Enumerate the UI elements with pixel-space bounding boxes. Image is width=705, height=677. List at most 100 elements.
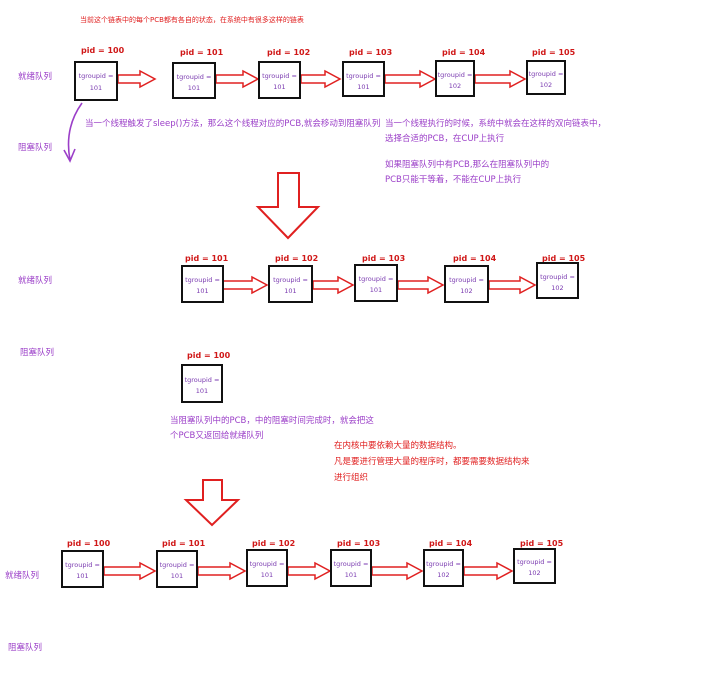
tgroupid-value: 102 (539, 81, 553, 89)
pcb-node: tgroupid = 101 (246, 549, 288, 587)
tgroupid-value: 102 (448, 82, 462, 90)
pcb-node: tgroupid = 102 (513, 548, 556, 584)
tgroupid-field: tgroupid = (78, 72, 114, 80)
pcb-node: tgroupid = 101 (156, 550, 198, 588)
return-note-line1: 当阻塞队列中的PCB，中的阻塞时间完成时，就会把这 (170, 416, 374, 426)
link-arrow (287, 561, 332, 581)
tgroupid-field: tgroupid = (528, 70, 564, 78)
blocked-queue-label: 阻塞队列 (8, 643, 43, 653)
sleep-note: 当一个线程触发了sleep()方法，那么这个线程对应的PCB,就会移动到阻塞队列 (85, 119, 381, 129)
move-to-blocked-arrowhead (63, 148, 76, 163)
ready-queue-label: 就绪队列 (18, 276, 53, 286)
pcb-node: tgroupid = 102 (435, 60, 475, 97)
link-arrow (474, 69, 527, 89)
ready-queue-label: 就绪队列 (5, 571, 40, 581)
tgroupid-field: tgroupid = (333, 560, 369, 568)
tgroupid-field: tgroupid = (517, 558, 552, 566)
tgroupid-field: tgroupid = (346, 72, 381, 80)
big-down-arrow (183, 479, 241, 527)
pid-label: pid = 102 (267, 48, 311, 57)
blocked-note-line1: 如果阻塞队列中有PCB,那么在阻塞队列中的 (385, 160, 550, 170)
pcb-node: tgroupid = 101 (342, 61, 385, 97)
pcb-node-blocked: tgroupid = 101 (181, 364, 223, 403)
big-down-arrow (255, 172, 321, 240)
tgroupid-value: 101 (76, 572, 89, 580)
ds-note-line3: 进行组织 (334, 473, 369, 483)
tgroupid-value: 101 (344, 571, 358, 579)
tgroupid-value: 101 (195, 387, 209, 395)
pid-label: pid = 101 (180, 48, 224, 57)
tgroupid-field: tgroupid = (176, 73, 212, 81)
pid-label: pid = 105 (542, 254, 586, 263)
pcb-node: tgroupid = 102 (526, 60, 566, 95)
link-arrow (117, 69, 157, 89)
tgroupid-field: tgroupid = (262, 72, 297, 80)
tgroupid-field: tgroupid = (426, 560, 461, 568)
tgroupid-value: 101 (260, 571, 274, 579)
tgroupid-value: 101 (89, 84, 103, 92)
tgroupid-value: 102 (460, 287, 473, 295)
link-arrow (300, 69, 342, 89)
pcb-node: tgroupid = 101 (330, 549, 372, 587)
link-arrow (463, 561, 514, 581)
link-arrow (312, 275, 355, 295)
tgroupid-field: tgroupid = (540, 273, 575, 281)
pid-label: pid = 104 (453, 254, 497, 263)
link-arrow (197, 561, 247, 581)
pid-label: pid = 104 (442, 48, 486, 57)
ds-note-line2: 凡是要进行管理大量的程序时，都要需要数据结构来 (334, 457, 530, 467)
ds-note-line1: 在内核中要依赖大量的数据结构。 (334, 441, 462, 451)
pcb-node: tgroupid = 101 (354, 264, 398, 302)
pid-label: pid = 101 (185, 254, 229, 263)
exec-note-line2: 选择合适的PCB，在CUP上执行 (385, 134, 505, 144)
pcb-node: tgroupid = 102 (536, 262, 579, 299)
header-note: 当前这个链表中的每个PCB都有各自的状态，在系统中有很多这样的链表 (80, 16, 304, 24)
tgroupid-field: tgroupid = (184, 376, 220, 384)
tgroupid-value: 101 (196, 287, 209, 295)
tgroupid-field: tgroupid = (249, 560, 285, 568)
pid-label: pid = 102 (275, 254, 319, 263)
tgroupid-value: 101 (284, 287, 297, 295)
tgroupid-field: tgroupid = (65, 561, 100, 569)
tgroupid-value: 102 (551, 284, 564, 292)
link-arrow (215, 69, 260, 89)
link-arrow (371, 561, 424, 581)
pid-label: pid = 100 (187, 351, 231, 360)
move-to-blocked-arrow (67, 102, 83, 161)
tgroupid-field: tgroupid = (437, 71, 473, 79)
pcb-node: tgroupid = 101 (258, 61, 301, 99)
tgroupid-field: tgroupid = (273, 276, 308, 284)
pcb-node: tgroupid = 102 (423, 549, 464, 587)
pcb-node: tgroupid = 101 (74, 61, 118, 101)
tgroupid-value: 101 (369, 286, 383, 294)
tgroupid-value: 101 (187, 84, 201, 92)
tgroupid-field: tgroupid = (185, 276, 220, 284)
pid-label: pid = 105 (520, 539, 564, 548)
pid-label: pid = 100 (67, 539, 111, 548)
pid-label: pid = 101 (162, 539, 206, 548)
link-arrow (488, 275, 537, 295)
tgroupid-value: 102 (528, 569, 541, 577)
tgroupid-field: tgroupid = (159, 561, 195, 569)
pcb-node: tgroupid = 101 (181, 265, 224, 303)
pid-label: pid = 100 (81, 46, 125, 55)
pid-label: pid = 103 (349, 48, 393, 57)
tgroupid-field: tgroupid = (358, 275, 394, 283)
tgroupid-field: tgroupid = (449, 276, 484, 284)
blocked-note-line2: PCB只能干等着，不能在CUP上执行 (385, 175, 522, 185)
link-arrow (103, 561, 157, 581)
ready-queue-label: 就绪队列 (18, 72, 53, 82)
pid-label: pid = 102 (252, 539, 296, 548)
return-note-line2: 个PCB又返回给就绪队列 (170, 431, 264, 441)
pcb-node: tgroupid = 101 (268, 265, 313, 303)
pcb-node: tgroupid = 102 (444, 265, 489, 303)
tgroupid-value: 101 (357, 83, 370, 91)
blocked-queue-label: 阻塞队列 (18, 143, 53, 153)
blocked-queue-label: 阻塞队列 (20, 348, 55, 358)
link-arrow (397, 275, 445, 295)
tgroupid-value: 102 (437, 571, 450, 579)
pcb-node: tgroupid = 101 (61, 550, 104, 588)
link-arrow (384, 69, 437, 89)
pid-label: pid = 105 (532, 48, 576, 57)
